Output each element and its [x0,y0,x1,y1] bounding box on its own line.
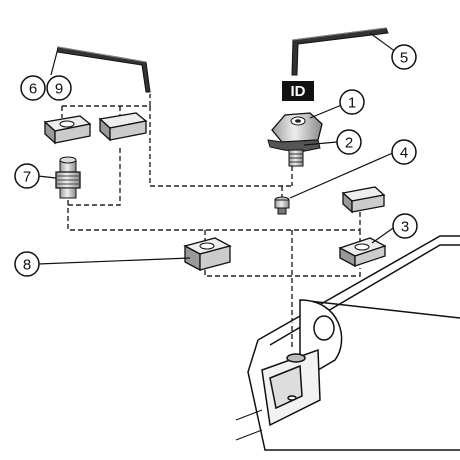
callout-3-text: 3 [401,219,409,236]
clamp-part [267,112,323,153]
callout-9: 9 [46,75,72,101]
dashed-connection-lines [61,94,361,350]
callout-4-text: 4 [400,145,408,162]
callout-7: 7 [14,163,40,189]
callout-2-text: 2 [345,135,353,152]
id-label-text: ID [291,83,306,100]
callout-9-text: 9 [55,81,63,98]
callout-1: 1 [339,89,365,115]
clamp-screw [288,149,304,167]
callout-5-text: 5 [400,50,408,67]
callout-5: 5 [391,44,417,70]
shim-screw [55,156,81,199]
callout-1-text: 1 [348,95,356,112]
callout-8-text: 8 [23,257,31,274]
callout-4: 4 [391,139,417,165]
callout-6: 6 [20,75,46,101]
insert-left-plain [98,112,148,142]
callout-6-text: 6 [29,81,37,98]
hex-key-right [291,27,389,76]
insert-left-with-hole [43,115,92,145]
callout-2: 2 [336,129,362,155]
id-label: ID [282,81,314,101]
insert-right-with-hole [338,237,387,268]
callout-7-text: 7 [23,169,31,186]
callout-3: 3 [392,213,418,239]
callout-8: 8 [14,251,40,277]
insert-right-plain [341,186,386,214]
boring-bar-holder [235,235,460,451]
insert-screw [274,196,290,215]
shim-part [183,237,232,272]
